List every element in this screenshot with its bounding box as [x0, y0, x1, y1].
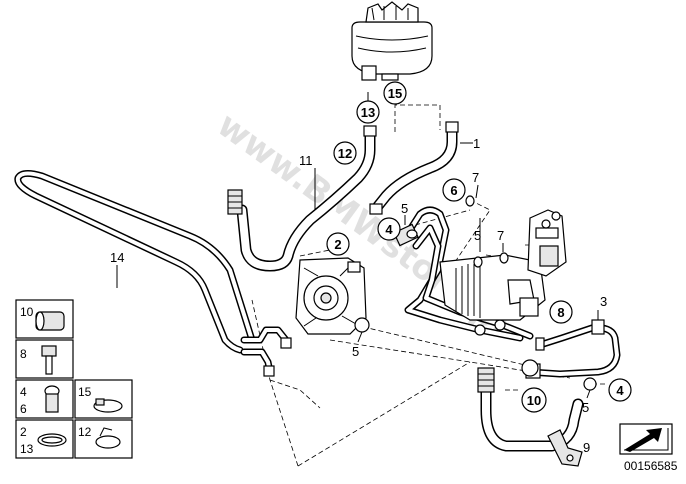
nav-arrow-box[interactable] [619, 423, 673, 455]
suction-hose-1 [369, 121, 459, 215]
pressure-lines-8 [393, 206, 534, 342]
legend-10: 10 [20, 305, 34, 319]
callout-2: 2 [334, 237, 341, 252]
legend-13: 13 [20, 442, 34, 456]
callout-3: 3 [600, 294, 607, 309]
callout-5d: 5 [582, 400, 589, 415]
leader-lines [116, 82, 599, 399]
reservoir [351, 1, 433, 81]
legend-15: 15 [78, 385, 92, 399]
legend-4: 4 [20, 385, 27, 399]
callout-11: 11 [299, 153, 313, 168]
circled-callouts: 13 15 12 2 4 6 8 10 4 [326, 81, 632, 413]
callout-4a: 4 [385, 222, 393, 237]
legend-12: 12 [78, 425, 92, 439]
steering-pump [295, 257, 370, 335]
callout-14: 14 [110, 250, 124, 265]
callout-10: 10 [527, 393, 541, 408]
callout-4b: 4 [616, 383, 624, 398]
cooling-loop-14 [14, 169, 292, 377]
seals [406, 195, 509, 268]
callout-6: 6 [450, 183, 457, 198]
image-code: 00156585 [624, 459, 678, 473]
line-3 [525, 319, 621, 379]
return-hose-12 [236, 125, 377, 272]
steering-gear [439, 209, 567, 321]
callout-7a: 7 [472, 170, 479, 185]
callout-1: 1 [473, 136, 480, 151]
callout-9: 9 [583, 440, 590, 455]
line-11-fitting [227, 189, 243, 215]
callout-13: 13 [361, 105, 375, 120]
legend-8: 8 [20, 347, 27, 361]
callout-5b: 5 [474, 228, 481, 243]
callout-7b: 7 [497, 228, 504, 243]
legend-2: 2 [20, 425, 27, 439]
legend-6: 6 [20, 402, 27, 416]
callout-12: 12 [338, 146, 352, 161]
callout-15: 15 [388, 86, 402, 101]
callout-5c: 5 [352, 344, 359, 359]
callout-labels: 1 3 11 14 5 7 5 7 5 5 9 [110, 136, 607, 455]
legend-panel: 10 8 4 6 15 2 13 12 [15, 299, 133, 459]
callout-5a: 5 [401, 201, 408, 216]
hose-10 [477, 359, 597, 452]
bracket-9 [547, 429, 583, 467]
callout-8: 8 [557, 305, 564, 320]
